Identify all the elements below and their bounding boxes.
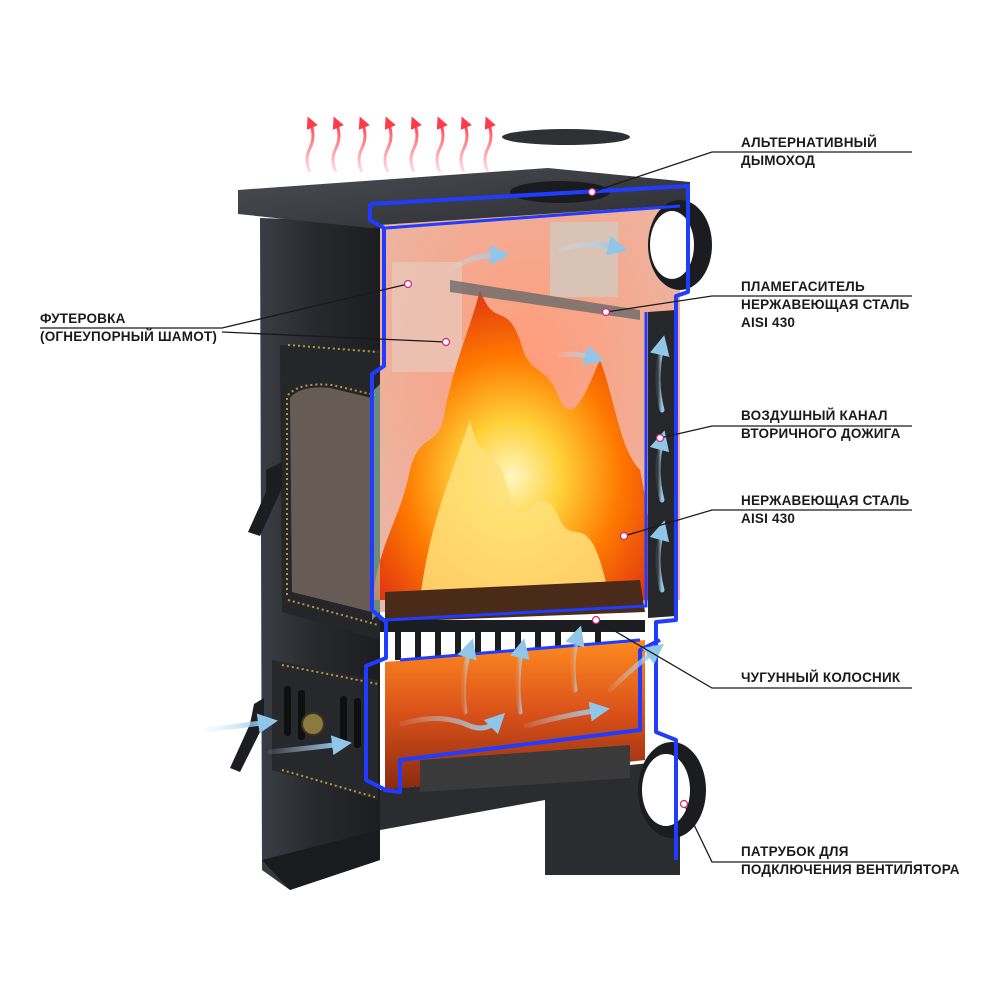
callout-lines (40, 151, 912, 863)
label-flame-damper: ПЛАМЕГАСИТЕЛЬ НЕРЖАВЕЮЩАЯ СТАЛЬ AISI 430 (741, 278, 909, 332)
label-stainless-line2: AISI 430 (741, 511, 796, 526)
label-alt-chimney: АЛЬТЕРНАТИВНЫЙ ДЫМОХОД (741, 134, 877, 170)
stove-door (280, 344, 380, 640)
label-fan-pipe-line2: ПОДКЛЮЧЕНИЯ ВЕНТИЛЯТОРА (741, 862, 960, 877)
label-grate-line1: ЧУГУННЫЙ КОЛОСНИК (741, 670, 901, 685)
air-regulator-knob-icon (301, 712, 325, 736)
fan-pipe-top (648, 200, 712, 290)
label-alt-chimney-line1: АЛЬТЕРНАТИВНЫЙ (741, 135, 877, 150)
ash-door (272, 660, 379, 800)
stove-base (262, 830, 380, 890)
label-flame-damper-line1: ПЛАМЕГАСИТЕЛЬ (741, 279, 865, 294)
label-stainless-line1: НЕРЖАВЕЮЩАЯ СТАЛЬ (741, 493, 910, 508)
label-grate: ЧУГУННЫЙ КОЛОСНИК (741, 669, 900, 687)
heat-waves-icon (305, 116, 496, 173)
label-lining: ФУТЕРОВКА (ОГНЕУПОРНЫЙ ШАМОТ) (40, 310, 217, 346)
chimney-cover-plate (502, 129, 630, 145)
air-flow-arrows (202, 235, 670, 756)
label-lining-line1: ФУТЕРОВКА (40, 311, 126, 326)
label-air-channel-line1: ВОЗДУШНЫЙ КАНАЛ (741, 408, 888, 423)
label-air-channel: ВОЗДУШНЫЙ КАНАЛ ВТОРИЧНОГО ДОЖИГА (741, 407, 901, 443)
ash-pan (420, 745, 630, 792)
label-lining-line2: (ОГНЕУПОРНЫЙ ШАМОТ) (40, 329, 218, 344)
label-flame-damper-line2: НЕРЖАВЕЮЩАЯ СТАЛЬ (741, 297, 910, 312)
flame-damper (450, 280, 640, 320)
label-fan-pipe-line1: ПАТРУБОК ДЛЯ (741, 844, 849, 859)
label-air-channel-line2: ВТОРИЧНОГО ДОЖИГА (741, 426, 901, 441)
ash-door-handle-icon (230, 698, 264, 772)
label-flame-damper-line3: AISI 430 (741, 315, 796, 330)
label-fan-pipe: ПАТРУБОК ДЛЯ ПОДКЛЮЧЕНИЯ ВЕНТИЛЯТОРА (741, 843, 960, 879)
callout-markers (403, 187, 689, 809)
combustion-chamber (372, 205, 680, 622)
label-stainless-steel: НЕРЖАВЕЮЩАЯ СТАЛЬ AISI 430 (741, 492, 909, 528)
label-alt-chimney-line2: ДЫМОХОД (741, 153, 816, 168)
logs (385, 580, 645, 622)
fan-connection-pipe (638, 742, 706, 838)
door-handle-icon (248, 462, 282, 536)
